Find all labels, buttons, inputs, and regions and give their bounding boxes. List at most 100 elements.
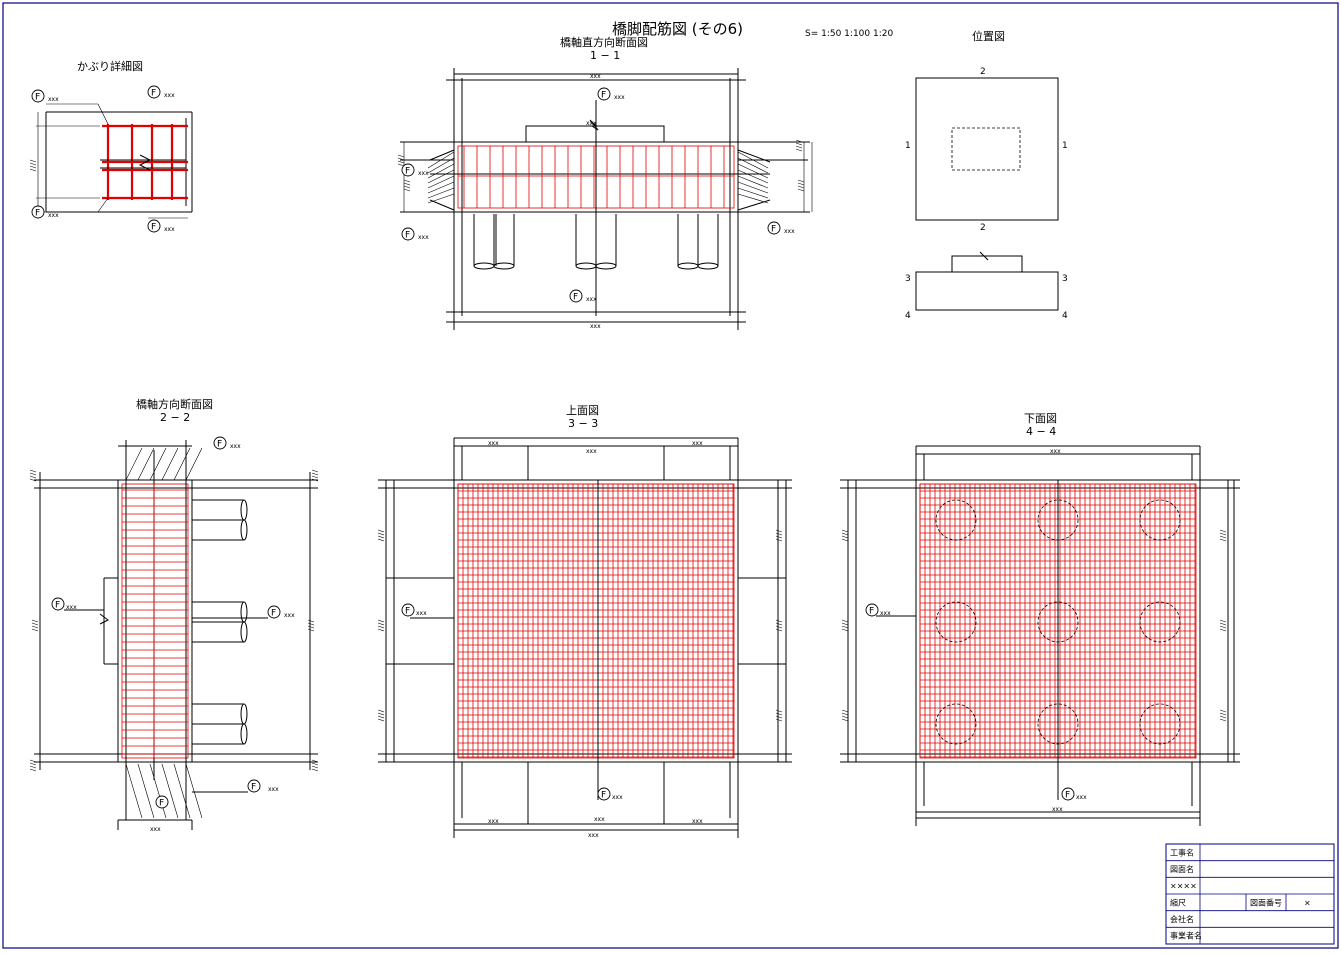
- callout-text: F: [1065, 791, 1070, 801]
- callout-circle: [597, 787, 611, 801]
- dimension-mark: xxx: [488, 440, 499, 447]
- location-mark-3-right: 3: [1062, 274, 1068, 284]
- dimension-mark: xxx: [586, 120, 597, 127]
- callout-marker: F: [247, 779, 261, 793]
- location-mark-2-bottom: 2: [980, 223, 986, 233]
- tick: [841, 529, 849, 533]
- tick: [775, 535, 783, 539]
- hatch-line: [149, 763, 167, 819]
- title-block-extra-value: ×: [1304, 898, 1311, 907]
- section-2-label: 2 − 2: [160, 411, 190, 424]
- callout-text: F: [55, 601, 60, 611]
- dimension-mark: xxx: [880, 610, 891, 617]
- bottom-view: 下面図 4 − 4: [840, 412, 1240, 826]
- tick: [31, 625, 39, 629]
- tick: [377, 622, 385, 626]
- callout-text: F: [151, 89, 156, 99]
- dimension-tick-stack: [377, 709, 385, 722]
- callout-circle: [1061, 787, 1075, 801]
- tick: [31, 622, 39, 626]
- callout-marker: F: [1061, 787, 1075, 801]
- bottom-view-title: 下面図: [1024, 412, 1057, 425]
- tick: [775, 715, 783, 719]
- section-1-view: 橋軸直方向断面図 1 − 1: [400, 35, 813, 330]
- dimension-mark: xxx: [612, 794, 623, 801]
- tick: [403, 182, 411, 186]
- tick: [795, 139, 803, 143]
- tick: [29, 472, 37, 476]
- dimension-tick-stack: [311, 469, 319, 482]
- dimension-tick-stack: [841, 709, 849, 722]
- dimension-tick-stack: [841, 529, 849, 542]
- dimension-mark: xxx: [586, 448, 597, 455]
- dimension-tick-stack: [797, 179, 805, 192]
- scale-note: S= 1:50 1:100 1:20: [805, 29, 893, 39]
- callout-marker: F: [767, 221, 781, 235]
- dimension-mark: xxx: [586, 296, 597, 303]
- tick: [841, 625, 849, 629]
- callout-marker: F: [865, 603, 879, 617]
- tick: [397, 163, 405, 167]
- tick: [1219, 712, 1227, 716]
- dimension-mark: xxx: [1076, 794, 1087, 801]
- location-mark-1-left: 1: [905, 141, 911, 151]
- tick: [307, 628, 315, 632]
- tick: [1219, 535, 1227, 539]
- tick: [397, 154, 405, 158]
- dimension-mark: xxx: [416, 610, 427, 617]
- callout-text: F: [35, 209, 40, 219]
- tick: [397, 157, 405, 161]
- tick: [1219, 709, 1227, 713]
- dimension-mark: xxx: [692, 440, 703, 447]
- hatch-line: [149, 447, 167, 481]
- callout-text: F: [601, 91, 606, 101]
- dimension-mark: xxx: [1052, 806, 1063, 813]
- top-view: 上面図 3 − 3: [378, 404, 792, 838]
- title-block-label: 会社名: [1170, 914, 1194, 924]
- dimension-tick-stack: [1219, 709, 1227, 722]
- tick: [775, 625, 783, 629]
- tick: [841, 715, 849, 719]
- tick: [377, 628, 385, 632]
- callout-text: F: [35, 93, 40, 103]
- dimension-mark: xxx: [590, 323, 601, 330]
- tick: [841, 619, 849, 623]
- tick: [29, 159, 37, 163]
- tick: [397, 160, 405, 164]
- tick: [795, 142, 803, 146]
- callout-text: F: [271, 609, 276, 619]
- bottom-view-label: 4 − 4: [1026, 425, 1056, 438]
- dimension-tick-stack: [377, 619, 385, 632]
- tick: [311, 478, 319, 482]
- hatch-line: [737, 193, 769, 204]
- tick: [795, 145, 803, 149]
- tick: [775, 628, 783, 632]
- callout-marker: F: [401, 163, 415, 177]
- tick: [775, 712, 783, 716]
- callout-circle: [597, 87, 611, 101]
- tick: [775, 622, 783, 626]
- callout-circle: [401, 603, 415, 617]
- callout-marker: F: [147, 219, 161, 233]
- location-mark-4-right: 4: [1062, 311, 1068, 321]
- title-block: 工事名図面名××××縮尺図面番号×会社名事業者名: [1165, 843, 1335, 945]
- callout-text: F: [869, 607, 874, 617]
- tick: [377, 709, 385, 713]
- callout-text: F: [151, 223, 156, 233]
- dimension-tick-stack: [775, 619, 783, 632]
- tick: [29, 168, 37, 172]
- tick: [841, 538, 849, 542]
- tick: [841, 709, 849, 713]
- hatch-line: [427, 157, 455, 174]
- tick: [29, 469, 37, 473]
- callout-text: F: [405, 167, 410, 177]
- dimension-mark: xxx: [230, 443, 241, 450]
- tick: [311, 469, 319, 473]
- hatch-line: [125, 447, 143, 481]
- tick: [1219, 538, 1227, 542]
- tick: [775, 619, 783, 623]
- callout-marker: F: [31, 89, 45, 103]
- tick: [403, 179, 411, 183]
- callout-circle: [51, 597, 65, 611]
- title-block-label: 事業者名: [1170, 931, 1202, 941]
